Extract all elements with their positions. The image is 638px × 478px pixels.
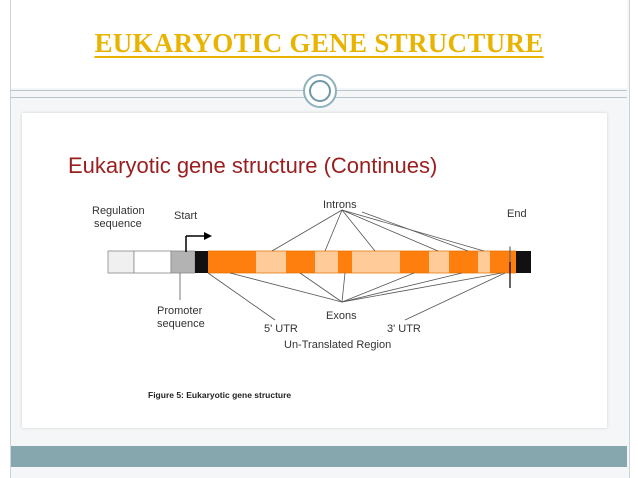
intron-5 xyxy=(478,251,490,273)
end-label: End xyxy=(507,208,527,220)
exons-label: Exons xyxy=(326,310,357,322)
exon-6 xyxy=(490,251,516,273)
exon-callout-lines xyxy=(229,272,503,303)
exon-3 xyxy=(338,251,352,273)
divider-ring-icon xyxy=(303,74,337,108)
untranslated-region-label: Un-Translated Region xyxy=(284,339,391,351)
figure-caption: Figure 5: Eukaryotic gene structure xyxy=(148,390,291,400)
end-marker xyxy=(516,251,531,273)
intron-callout-lines xyxy=(271,209,485,252)
promoter-label-line2: sequence xyxy=(157,318,205,330)
gene-bar xyxy=(107,250,531,274)
promoter-region xyxy=(170,250,196,274)
slide-title: EUKARYOTIC GENE STRUCTURE xyxy=(94,28,544,58)
utr3-label: 3' UTR xyxy=(387,323,421,335)
title-area xyxy=(11,0,627,88)
regulation-label-line1: Regulation xyxy=(92,205,145,217)
start-arrow-icon xyxy=(185,232,212,252)
intron-2 xyxy=(315,251,338,273)
introns-label: Introns xyxy=(323,199,357,211)
start-marker xyxy=(195,251,208,273)
start-label: Start xyxy=(174,210,197,222)
regulation-region xyxy=(107,250,135,274)
exon-2 xyxy=(286,251,315,273)
intron-1 xyxy=(256,251,286,273)
utr5-line xyxy=(207,272,276,321)
figure-heading: Eukaryotic gene structure (Continues) xyxy=(68,153,437,178)
promoter-label-line1: Promoter xyxy=(157,305,203,317)
utr5-label: 5' UTR xyxy=(264,323,298,335)
utr3-line xyxy=(404,272,506,321)
exon-1 xyxy=(208,251,256,273)
regulation-label-line2: sequence xyxy=(94,218,142,230)
upstream-region xyxy=(133,250,172,274)
footer-bar xyxy=(11,446,627,467)
exon-5 xyxy=(449,251,478,273)
intron-3 xyxy=(352,251,400,273)
exon-4 xyxy=(400,251,429,273)
intron-4 xyxy=(429,251,449,273)
